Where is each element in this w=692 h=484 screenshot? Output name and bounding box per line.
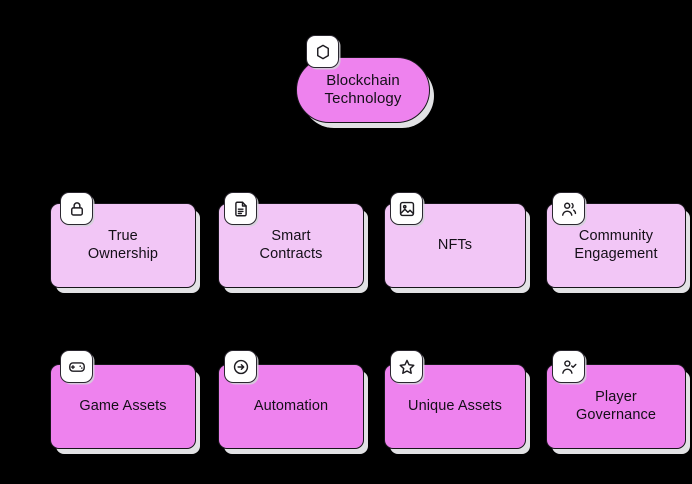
node-blockchain-technology[interactable]: Blockchain Technology	[296, 57, 430, 123]
star-icon	[390, 350, 423, 383]
image-icon	[390, 192, 423, 225]
arrow-circle-right-icon	[224, 350, 257, 383]
node-label-unique-assets: Unique Assets	[408, 397, 502, 414]
lock-icon	[60, 192, 93, 225]
document-icon	[224, 192, 257, 225]
user-check-icon	[552, 350, 585, 383]
node-label-nfts: NFTs	[437, 236, 473, 253]
edge-root-to-smart-contracts	[290, 124, 364, 203]
gamepad-icon	[60, 350, 93, 383]
users-icon	[552, 192, 585, 225]
node-label-true-ownership: True Ownership	[87, 227, 159, 262]
node-label-game-assets: Game Assets	[79, 397, 167, 414]
node-label-smart-contracts: Smart Contracts	[259, 227, 323, 262]
node-label-blockchain-technology: Blockchain Technology	[324, 71, 402, 107]
node-true-ownership[interactable]: True Ownership	[50, 203, 196, 288]
node-label-automation: Automation	[253, 397, 329, 414]
hexagon-icon	[306, 35, 339, 68]
node-label-community-engagement: Community Engagement	[574, 227, 658, 262]
node-label-player-governance: Player Governance	[576, 388, 656, 423]
